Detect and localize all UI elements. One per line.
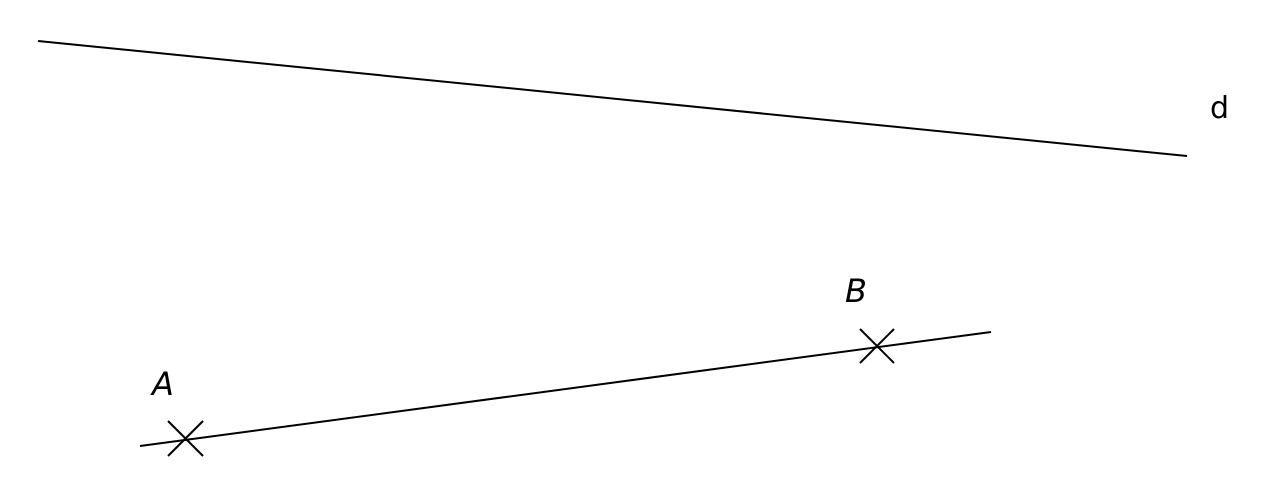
line-ab [139, 331, 992, 447]
point-a-label: A [150, 365, 174, 403]
line-d-label: d [1210, 91, 1229, 126]
point-a-marker [167, 420, 204, 457]
point-b-label: B [845, 272, 867, 310]
line-d [37, 40, 1188, 157]
point-b-marker [859, 328, 895, 364]
